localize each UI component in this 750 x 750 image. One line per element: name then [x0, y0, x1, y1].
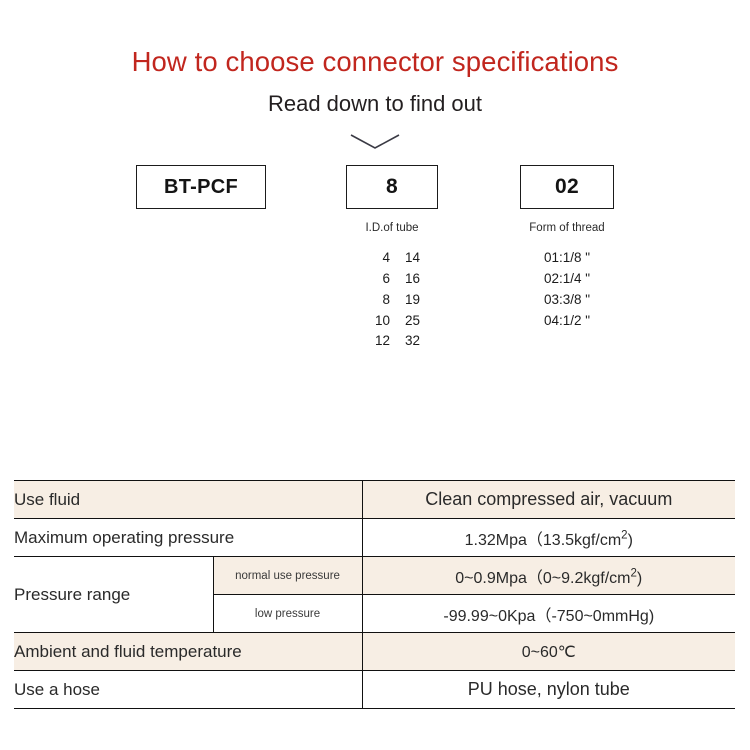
list-item: 4 14	[346, 248, 438, 269]
table-row: Use a hose PU hose, nylon tube	[14, 670, 736, 709]
series-code-box: BT-PCF	[136, 165, 266, 210]
row-value-use-fluid: Clean compressed air, vacuum	[361, 480, 736, 519]
thread-form-option-list: 01:1/8 " 02:1/4 " 03:3/8 " 04:1/2 "	[520, 248, 614, 331]
row-label-use-fluid: Use fluid	[14, 480, 363, 519]
table-row: Pressure range normal use pressure 0~0.9…	[14, 556, 736, 633]
row-value-temperature: 0~60℃	[361, 632, 736, 671]
specification-table: Use fluid Clean compressed air, vacuum M…	[14, 480, 736, 709]
thread-form-caption: Form of thread	[529, 222, 605, 235]
tube-id-option-b: 32	[404, 333, 420, 349]
row-sublabel-low-pressure: low pressure	[212, 594, 363, 633]
tube-id-option-a: 8	[382, 291, 390, 307]
row-value-max-pressure: 1.32Mpa（13.5kgf/cm2)	[361, 518, 736, 557]
table-row: Use fluid Clean compressed air, vacuum	[14, 480, 736, 519]
thread-form-code-box: 02	[520, 165, 614, 210]
list-item: 10 25	[346, 311, 438, 332]
tube-id-option-b: 14	[404, 250, 420, 266]
list-item: 03:3/8 "	[543, 291, 591, 307]
code-column-series: BT-PCF	[136, 165, 266, 210]
thread-form-code-value: 02	[555, 175, 579, 199]
tube-id-option-a: 12	[374, 333, 390, 349]
table-row: Maximum operating pressure 1.32Mpa（13.5k…	[14, 518, 736, 557]
table-row: Ambient and fluid temperature 0~60℃	[14, 632, 736, 671]
row-value-max-pressure-suffix: )	[627, 531, 633, 549]
row-value-normal-use-pressure: 0~0.9Mpa（0~9.2kgf/cm2)	[361, 556, 736, 595]
row-label-temperature: Ambient and fluid temperature	[14, 632, 363, 671]
page-header: How to choose connector specifications R…	[0, 0, 750, 116]
page-title: How to choose connector specifications	[131, 46, 619, 77]
row-value-low-pressure: -99.99~0Kpa（-750~0mmHg)	[361, 594, 736, 633]
list-item: 02:1/4 "	[543, 271, 591, 287]
tube-id-code-value: 8	[386, 175, 398, 199]
row-value-normal-prefix: 0~0.9Mpa（0~9.2kgf/cm	[455, 569, 631, 587]
series-code-value: BT-PCF	[163, 175, 239, 198]
row-value-max-pressure-prefix: 1.32Mpa（13.5kgf/cm	[464, 531, 622, 549]
tube-id-option-a: 4	[382, 250, 390, 266]
list-item: 01:1/8 "	[543, 250, 591, 266]
table-row: low pressure -99.99~0Kpa（-750~0mmHg)	[14, 594, 736, 633]
tube-id-option-b: 16	[404, 271, 420, 287]
page-subtitle: Read down to find out	[267, 91, 483, 117]
tube-id-option-a: 10	[374, 312, 390, 328]
row-value-normal-sup: 2	[630, 567, 637, 580]
list-item: 04:1/2 "	[543, 312, 591, 328]
row-label-hose: Use a hose	[14, 670, 363, 709]
chevron-down-icon-wrap	[0, 132, 750, 152]
row-value-normal-suffix: )	[636, 569, 643, 587]
list-item: 6 16	[346, 269, 438, 290]
code-column-thread-form: 02 Form of thread 01:1/8 " 02:1/4 " 03:3…	[520, 165, 614, 331]
row-sublabel-normal-use-pressure: normal use pressure	[212, 556, 363, 595]
list-item: 12 32	[346, 331, 438, 352]
tube-id-caption: I.D.of tube	[365, 222, 419, 235]
list-item: 8 19	[346, 290, 438, 311]
code-column-tube-id: 8 I.D.of tube 4 14 6 16 8 19 10 25 12 32	[346, 165, 438, 352]
row-label-pressure-range: Pressure range	[14, 556, 214, 633]
tube-id-option-b: 19	[404, 291, 420, 307]
tube-id-option-a: 6	[382, 271, 390, 287]
row-label-max-pressure: Maximum operating pressure	[14, 518, 363, 557]
tube-id-option-b: 25	[404, 312, 420, 328]
code-breakdown: BT-PCF 8 I.D.of tube 4 14 6 16 8 19 10 2…	[0, 165, 750, 375]
tube-id-code-box: 8	[346, 165, 438, 210]
row-value-max-pressure-sup: 2	[621, 529, 628, 542]
chevron-down-icon	[350, 134, 400, 150]
row-value-hose: PU hose, nylon tube	[361, 670, 736, 709]
tube-id-option-list: 4 14 6 16 8 19 10 25 12 32	[346, 248, 438, 352]
